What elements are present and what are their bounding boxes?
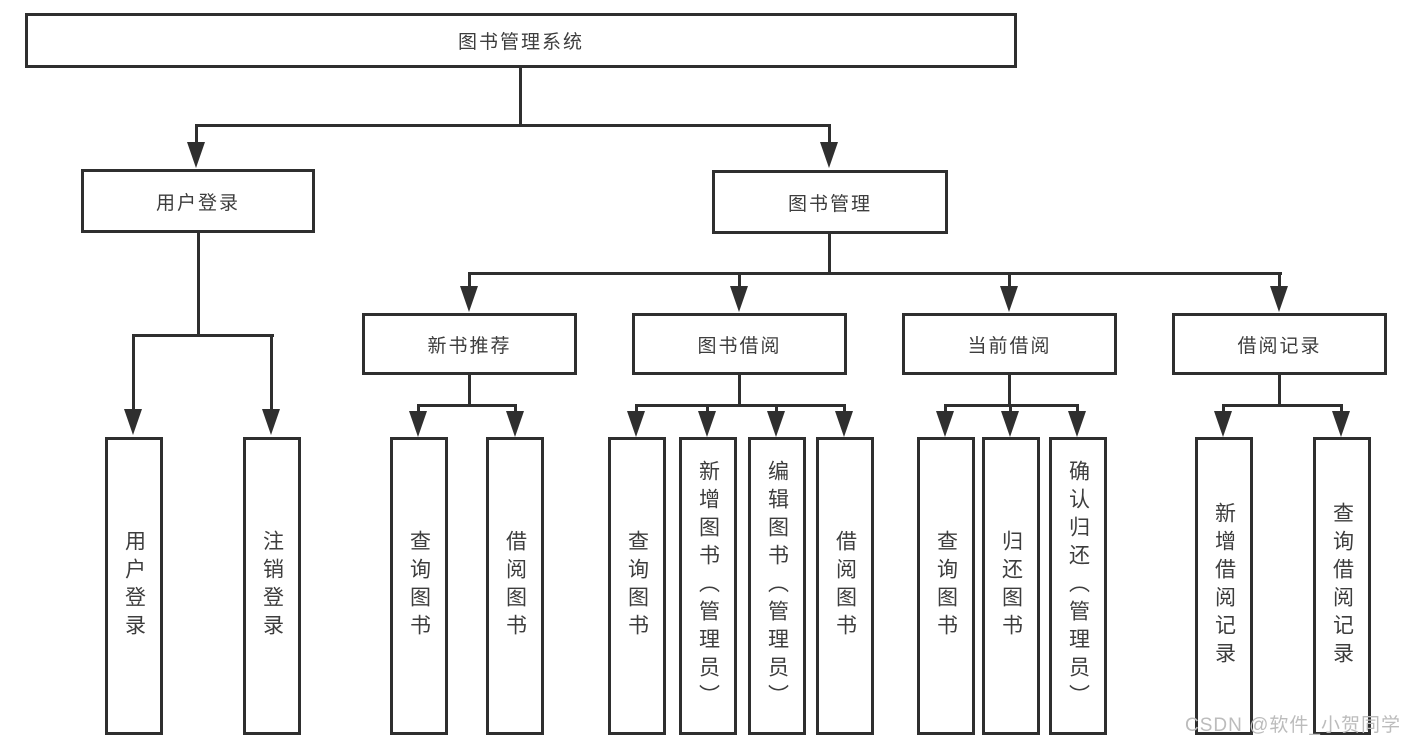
node-label: 注销登录: [260, 530, 284, 642]
connector-line: [828, 234, 831, 274]
arrowhead-down-icon: [1068, 404, 1086, 437]
node-book-management: 图书管理: [712, 170, 948, 234]
node-label: 图书管理: [787, 193, 872, 215]
leaf-query-books-borrowing: 查询图书: [608, 437, 666, 735]
csdn-watermark: CSDN @软件_小贺同学: [1185, 715, 1401, 736]
arrowhead-down-icon: [1270, 272, 1288, 312]
node-label: 新增图书（管理员）: [696, 460, 720, 712]
node-label: 查询图书: [934, 530, 958, 642]
node-label: 查询图书: [407, 530, 431, 642]
leaf-borrow-books: 借阅图书: [816, 437, 874, 735]
arrowhead-down-icon: [1001, 404, 1019, 437]
connector-line: [195, 124, 831, 127]
connector-line: [1222, 404, 1343, 407]
arrowhead-down-icon: [767, 404, 785, 437]
connector-line: [468, 375, 471, 406]
connector-line: [1278, 375, 1281, 406]
node-label: 借阅图书: [503, 530, 527, 642]
node-library-management-system: 图书管理系统: [25, 13, 1017, 68]
node-user-login: 用户登录: [81, 169, 315, 233]
arrowhead-down-icon: [1214, 404, 1232, 437]
leaf-query-books-current: 查询图书: [917, 437, 975, 735]
arrowhead-down-icon: [936, 404, 954, 437]
leaf-add-borrow-record: 新增借阅记录: [1195, 437, 1253, 735]
leaf-edit-books-admin: 编辑图书（管理员）: [748, 437, 806, 735]
connector-line: [635, 404, 846, 407]
node-new-book-recommendation: 新书推荐: [362, 313, 577, 375]
arrowhead-down-icon: [730, 272, 748, 312]
connector-line: [519, 66, 522, 127]
node-label: 新书推荐: [427, 335, 512, 357]
leaf-query-borrow-record: 查询借阅记录: [1313, 437, 1371, 735]
connector-line: [738, 375, 741, 406]
arrowhead-down-icon: [698, 404, 716, 437]
leaf-logout: 注销登录: [243, 437, 301, 735]
arrowhead-down-icon: [409, 404, 427, 437]
node-label: 编辑图书（管理员）: [765, 460, 789, 712]
arrowhead-down-icon: [460, 272, 478, 312]
leaf-return-books: 归还图书: [982, 437, 1040, 735]
connector-line: [417, 404, 517, 407]
node-label: 借阅记录: [1237, 335, 1322, 357]
arrowhead-down-icon: [1000, 272, 1018, 312]
arrowhead-down-icon: [1332, 404, 1350, 437]
arrowhead-down-icon: [124, 334, 142, 435]
node-borrowing-records: 借阅记录: [1172, 313, 1387, 375]
connector-line: [468, 272, 1282, 275]
leaf-confirm-return-admin: 确认归还（管理员）: [1049, 437, 1107, 735]
node-label: 当前借阅: [967, 335, 1052, 357]
node-label: 归还图书: [999, 530, 1023, 642]
node-label: 新增借阅记录: [1212, 502, 1236, 670]
node-label: 查询图书: [625, 530, 649, 642]
arrowhead-down-icon: [262, 334, 280, 435]
node-label: 查询借阅记录: [1330, 502, 1354, 670]
leaf-user-login: 用户登录: [105, 437, 163, 735]
node-label: 图书借阅: [697, 335, 782, 357]
connector-line: [197, 233, 200, 336]
arrowhead-down-icon: [506, 404, 524, 437]
node-label: 图书管理系统: [457, 32, 584, 53]
node-book-borrowing: 图书借阅: [632, 313, 847, 375]
arrowhead-down-icon: [187, 124, 205, 168]
connector-line: [132, 334, 274, 337]
leaf-add-books-admin: 新增图书（管理员）: [679, 437, 737, 735]
node-label: 借阅图书: [833, 530, 857, 642]
node-label: 确认归还（管理员）: [1066, 460, 1090, 712]
arrowhead-down-icon: [627, 404, 645, 437]
leaf-borrow-books-recommend: 借阅图书: [486, 437, 544, 735]
node-current-borrowing: 当前借阅: [902, 313, 1117, 375]
node-label: 用户登录: [122, 530, 146, 642]
arrowhead-down-icon: [835, 404, 853, 437]
leaf-query-books-recommend: 查询图书: [390, 437, 448, 735]
connector-line: [1008, 375, 1011, 406]
node-label: 用户登录: [155, 192, 240, 214]
arrowhead-down-icon: [820, 124, 838, 168]
